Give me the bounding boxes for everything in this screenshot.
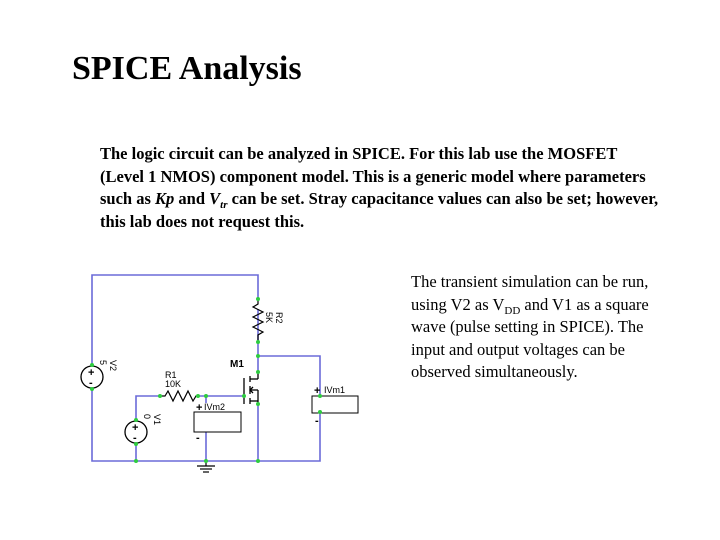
r2-name: R2: [274, 312, 284, 324]
v2-source: + - V2 5: [80, 360, 118, 389]
v1-plus: +: [132, 422, 138, 434]
slide-title: SPICE Analysis: [72, 50, 302, 87]
circuit-nodes: [90, 297, 322, 463]
v2-plus: +: [88, 367, 94, 379]
side-text-1: The transient simulation can be run, usi…: [411, 272, 649, 314]
v1-minus: -: [133, 432, 137, 444]
intro-text-2: can be set. Stray capacitance values can…: [100, 189, 659, 231]
v2-value: 5: [98, 360, 108, 365]
m1-mosfet: [243, 372, 259, 404]
v1-value: 0: [142, 414, 152, 419]
ivm2-minus: -: [196, 432, 200, 444]
v2-minus: -: [89, 377, 93, 389]
vtr-base: V: [209, 189, 221, 208]
side-paragraph: The transient simulation can be run, usi…: [411, 271, 661, 384]
ivm2-name: IVm2: [204, 402, 225, 412]
v2-name: V2: [108, 360, 118, 371]
v1-name: V1: [152, 414, 162, 425]
r2-value: 5K: [264, 312, 274, 323]
meter-ivm2: + - IVm2: [193, 402, 242, 444]
vdd-subscript: DD: [504, 304, 521, 317]
side-text-2: and V1 as a square wave (pulse setting i…: [411, 294, 649, 382]
r1-resistor: R1 10K: [160, 370, 198, 403]
intro-paragraph: The logic circuit can be analyzed in SPI…: [100, 143, 660, 233]
intro-and: and: [174, 189, 210, 208]
v1-source: + - V1 0: [124, 414, 162, 444]
meter-ivm1: + - IVm1: [311, 385, 359, 427]
ivm1-name: IVm1: [324, 385, 345, 395]
intro-text-1: The logic circuit can be analyzed in SPI…: [100, 144, 646, 208]
r1-name: R1: [165, 370, 177, 380]
vtr-subscript: tr: [220, 199, 228, 211]
m1-name: M1: [230, 359, 244, 370]
r1-value: 10K: [165, 379, 181, 389]
ivm1-minus: -: [315, 415, 319, 427]
r2-resistor: R2 5K: [251, 299, 284, 342]
kp-term: Kp: [155, 189, 175, 208]
vtr-term: Vtr: [209, 189, 228, 211]
ivm2-plus: +: [196, 402, 202, 414]
ivm1-plus: +: [314, 385, 320, 397]
